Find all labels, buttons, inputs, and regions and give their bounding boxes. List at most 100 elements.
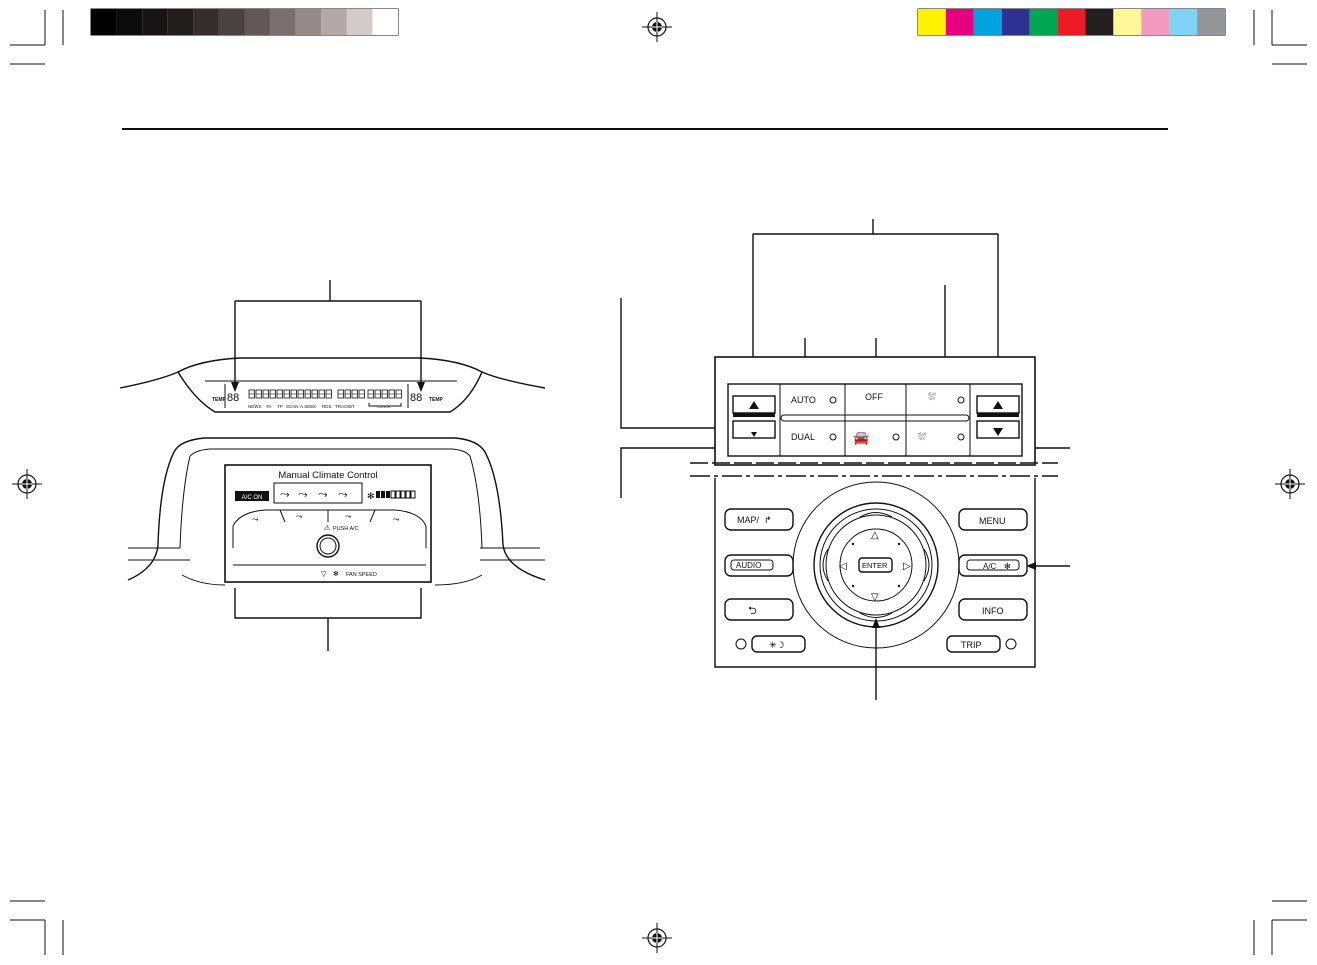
direction-arrows: △▽ ◁▷ bbox=[839, 530, 911, 603]
print-color-bar-left bbox=[90, 8, 399, 36]
svg-text:TRIP: TRIP bbox=[961, 640, 982, 650]
color-swatch bbox=[1029, 9, 1058, 35]
svg-text:MAP/: MAP/ bbox=[737, 515, 760, 525]
svg-text:⤳: ⤳ bbox=[296, 512, 303, 521]
color-swatch bbox=[1197, 9, 1225, 35]
crop-marks bbox=[10, 10, 1307, 955]
color-swatch bbox=[116, 9, 143, 35]
display-segment-characters bbox=[248, 389, 402, 399]
svg-text:◁: ◁ bbox=[839, 561, 847, 572]
back-button[interactable]: ⮌ bbox=[724, 598, 794, 621]
svg-text:↱: ↱ bbox=[764, 516, 772, 526]
right-knob-indicator bbox=[1005, 638, 1017, 650]
enter-button[interactable]: ENTER bbox=[858, 557, 893, 573]
color-swatch bbox=[346, 9, 373, 35]
temp-left-down-button[interactable] bbox=[732, 420, 776, 439]
display-indicator: A.SEEK bbox=[300, 404, 316, 409]
dual-button[interactable]: DUAL bbox=[791, 432, 815, 442]
svg-text:INFO: INFO bbox=[982, 606, 1004, 616]
color-swatch bbox=[1141, 9, 1170, 35]
svg-text:⤳: ⤳ bbox=[252, 515, 259, 524]
svg-text:⤳: ⤳ bbox=[393, 515, 400, 524]
color-swatch bbox=[1057, 9, 1086, 35]
color-swatch bbox=[1001, 9, 1030, 35]
color-swatch bbox=[167, 9, 194, 35]
front-defrost-icon[interactable]: ⛆ bbox=[928, 392, 936, 403]
color-swatch bbox=[142, 9, 168, 35]
airflow-mode-icons: ⤳⤳⤳⤳ bbox=[280, 487, 348, 501]
color-swatch bbox=[1113, 9, 1142, 35]
color-swatch bbox=[295, 9, 322, 35]
color-swatch bbox=[218, 9, 245, 35]
menu-button[interactable]: MENU bbox=[958, 508, 1028, 531]
fan-speed-bar: ✻ bbox=[367, 490, 416, 502]
svg-text:⤳: ⤳ bbox=[345, 512, 352, 521]
off-button[interactable]: OFF bbox=[865, 392, 883, 402]
diagonal-dots bbox=[851, 542, 901, 588]
auto-indicator-light bbox=[829, 396, 837, 404]
svg-text:✻: ✻ bbox=[367, 492, 375, 502]
display-indicator: NEWS bbox=[248, 404, 262, 409]
auto-button[interactable]: AUTO bbox=[791, 395, 816, 405]
display-indicator: SCAN bbox=[286, 404, 299, 409]
svg-text:△: △ bbox=[871, 530, 879, 541]
trip-button[interactable]: TRIP bbox=[946, 635, 1001, 653]
temp-right-down-button[interactable] bbox=[976, 420, 1020, 439]
climate-screen bbox=[224, 464, 432, 583]
display-digits-left: 88 bbox=[227, 392, 239, 404]
display-indicator: TP bbox=[277, 404, 283, 409]
svg-text:⤳: ⤳ bbox=[298, 487, 308, 501]
temp-right-up-button[interactable] bbox=[976, 395, 1020, 414]
info-button[interactable]: INFO bbox=[958, 598, 1028, 621]
rear-defrost-icon[interactable]: ⛆ bbox=[918, 432, 926, 443]
ac-button[interactable]: A/C ✻ bbox=[958, 554, 1028, 577]
audio-button[interactable]: AUDIO bbox=[724, 554, 794, 577]
color-swatch bbox=[1169, 9, 1198, 35]
display-temp-left: TEMP bbox=[212, 397, 227, 403]
color-swatch bbox=[918, 9, 946, 35]
display-temp-right: TEMP bbox=[429, 397, 444, 403]
temp-left-up-button[interactable] bbox=[732, 395, 776, 414]
climate-screen-title: Manual Climate Control bbox=[278, 470, 377, 481]
color-swatch bbox=[321, 9, 347, 35]
rear-defrost-indicator-light bbox=[957, 433, 965, 441]
display-digits-right: 88 bbox=[410, 392, 422, 404]
push-ac-label: PUSH A/C bbox=[333, 526, 359, 532]
map-button[interactable]: MAP/ ↱ bbox=[724, 508, 794, 531]
recirculation-icon[interactable]: 🚘 bbox=[853, 431, 869, 446]
svg-text:MENU: MENU bbox=[979, 516, 1006, 526]
dual-indicator-light bbox=[829, 433, 837, 441]
svg-text:✳☽: ✳☽ bbox=[769, 641, 785, 651]
color-swatch bbox=[270, 9, 296, 35]
svg-text:⮌: ⮌ bbox=[748, 604, 757, 617]
svg-text:▽: ▽ bbox=[321, 570, 327, 578]
svg-text:⚠: ⚠ bbox=[324, 524, 331, 532]
control-panel-illustration: AUTO OFF ⛆ DUAL 🚘 ⛆ MAP/ ↱ AUDIO ⮌ bbox=[620, 219, 1070, 700]
ac-on-indicator: A/C ON bbox=[242, 495, 263, 501]
mode-button-icons: ⤳ ⤳ ⤳ ⤳ bbox=[252, 512, 400, 524]
multifunction-controller[interactable] bbox=[792, 481, 960, 649]
color-swatch bbox=[193, 9, 219, 35]
registration-marks bbox=[12, 12, 1305, 953]
defrost-indicator-light bbox=[957, 396, 965, 404]
color-swatch bbox=[244, 9, 271, 35]
svg-text:AUDIO: AUDIO bbox=[736, 561, 761, 570]
svg-text:✻: ✻ bbox=[1004, 562, 1011, 571]
svg-text:⤳: ⤳ bbox=[280, 487, 290, 501]
fan-speed-label: FAN SPEED bbox=[346, 572, 377, 578]
print-color-bar-right bbox=[917, 8, 1226, 36]
display-indicator: ST bbox=[349, 404, 355, 409]
svg-text:▽: ▽ bbox=[871, 592, 879, 603]
display-indicator: TRACK bbox=[335, 404, 350, 409]
brightness-button[interactable]: ✳☽ bbox=[751, 635, 806, 653]
color-swatch bbox=[372, 9, 398, 35]
color-swatch bbox=[1085, 9, 1114, 35]
recirculation-indicator-light bbox=[892, 433, 900, 441]
climate-knob[interactable] bbox=[316, 534, 340, 558]
svg-text:⤳: ⤳ bbox=[318, 487, 328, 501]
display-indicator: TA bbox=[266, 404, 271, 409]
color-swatch bbox=[945, 9, 974, 35]
